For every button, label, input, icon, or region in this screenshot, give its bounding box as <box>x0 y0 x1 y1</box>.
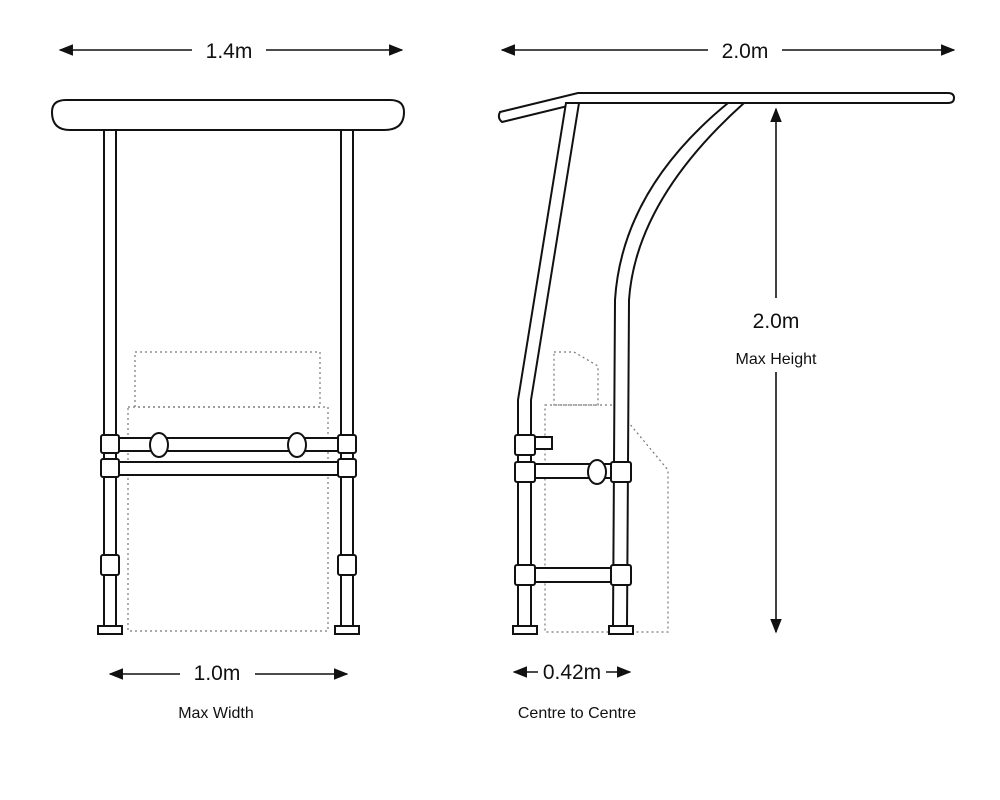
front-left-leg <box>103 129 117 627</box>
front-joint-fitting <box>337 458 357 478</box>
side-foot-front <box>512 625 538 635</box>
front-joint-fitting <box>100 434 120 454</box>
front-joint-fitting <box>100 458 120 478</box>
front-top-width-dimension: 1.4m <box>58 40 404 63</box>
side-height-dimension: 2.0m Max Height <box>736 107 817 634</box>
side-height-label: 2.0m <box>753 310 800 333</box>
side-front-leg <box>517 102 581 627</box>
side-joint-fitting <box>610 564 632 586</box>
front-right-leg <box>340 129 354 627</box>
front-base-width-caption: Max Width <box>178 705 254 722</box>
side-leg-spacing-label: 0.42m <box>543 661 601 684</box>
front-console-outline <box>127 351 329 632</box>
side-console-outline <box>544 351 669 633</box>
front-joint-fitting <box>337 554 357 576</box>
side-leg-spacing-caption: Centre to Centre <box>518 705 636 722</box>
side-leg-spacing-dimension: 0.42m Centre to Centre <box>512 661 636 722</box>
front-base-width-label: 1.0m <box>194 662 241 685</box>
front-foot-left <box>97 625 123 635</box>
side-rear-leg <box>611 102 747 627</box>
side-foot-rear <box>608 625 634 635</box>
front-bar-clamp-right <box>287 432 307 458</box>
side-joint-fitting <box>514 461 536 483</box>
side-joint-fitting <box>514 564 536 586</box>
front-joint-fitting <box>337 434 357 454</box>
side-bar-clamp <box>587 459 607 485</box>
side-top-length-label: 2.0m <box>722 40 769 63</box>
side-height-caption: Max Height <box>736 351 817 368</box>
front-bar-clamp-left <box>149 432 169 458</box>
front-canopy <box>50 99 406 131</box>
front-lower-crossbar <box>115 461 342 476</box>
side-top-rail <box>497 92 956 124</box>
side-lower-crossbar <box>530 567 617 583</box>
front-base-width-dimension: 1.0m Max Width <box>108 662 349 722</box>
side-view: 2.0m 2.0m Max Height 0.42m Centre to Cen… <box>497 40 956 722</box>
front-joint-fitting <box>100 554 120 576</box>
side-joint-fitting <box>514 434 536 456</box>
side-joint-fitting <box>610 461 632 483</box>
front-foot-right <box>334 625 360 635</box>
front-view: 1.4m 1.0m Max Width <box>50 40 406 722</box>
front-top-width-label: 1.4m <box>206 40 253 63</box>
side-top-length-dimension: 2.0m <box>500 40 956 63</box>
